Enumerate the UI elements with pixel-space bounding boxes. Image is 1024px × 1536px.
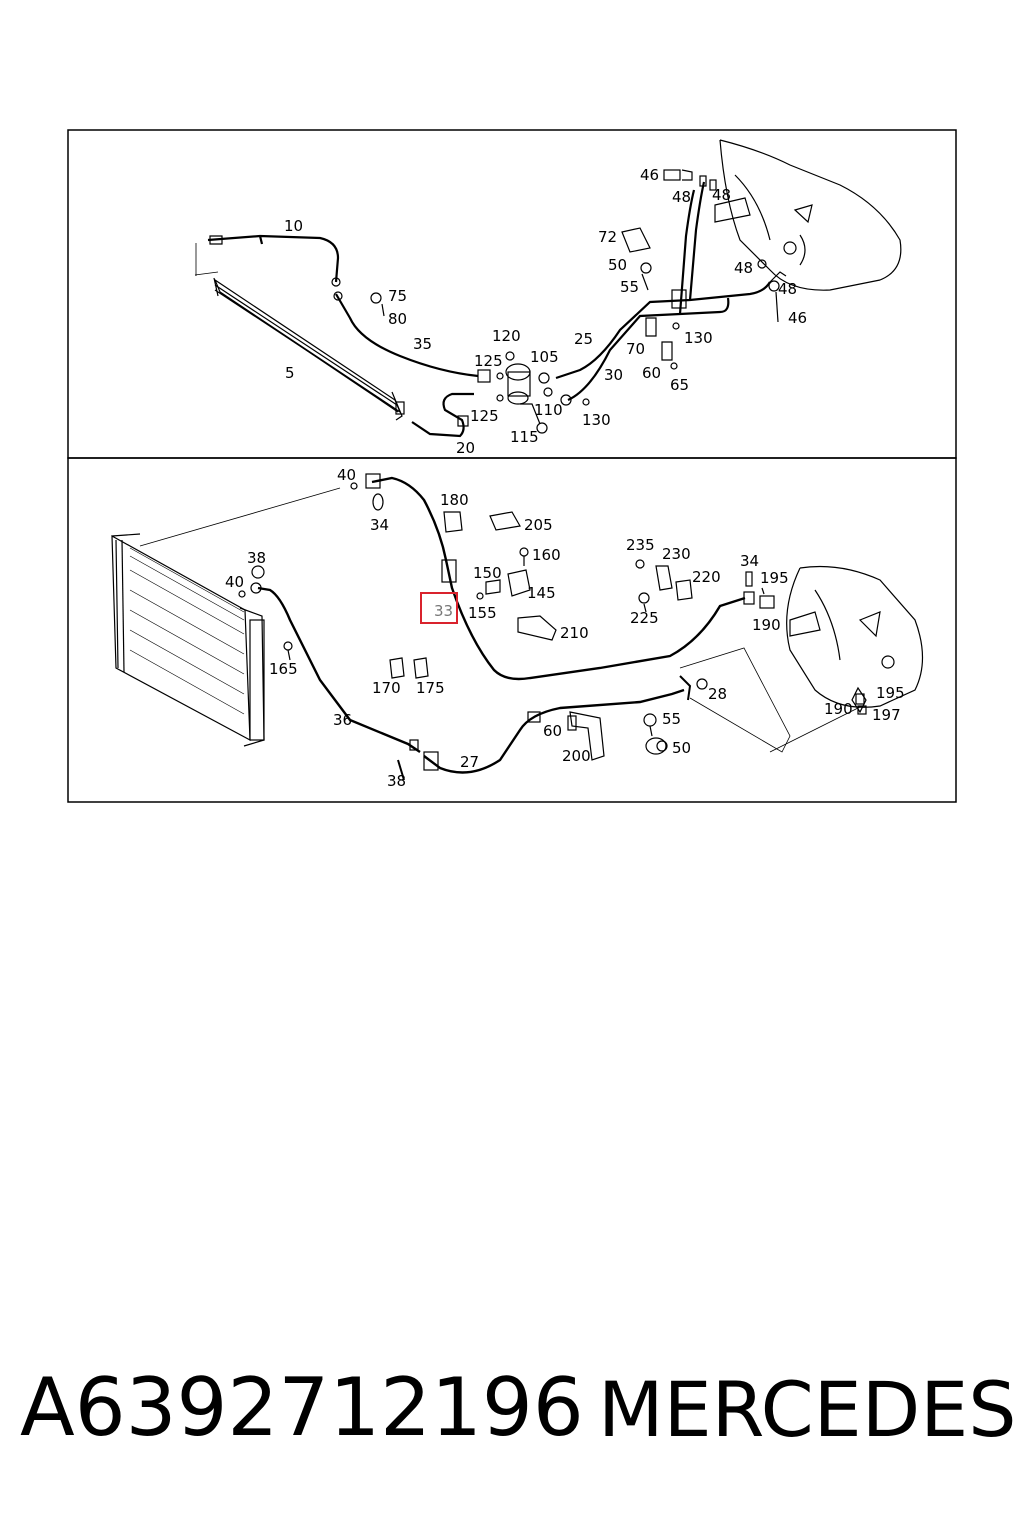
callout-75: 75	[388, 287, 407, 305]
callout-48d: 48	[778, 280, 797, 298]
callout-5: 5	[285, 364, 295, 382]
callout-35: 35	[413, 335, 432, 353]
callout-50: 50	[608, 256, 627, 274]
callout-80: 80	[388, 310, 407, 328]
callout-235: 235	[626, 536, 655, 554]
callout-125a: 125	[474, 352, 503, 370]
callout-225: 225	[630, 609, 659, 627]
callout-28: 28	[708, 685, 727, 703]
callout-115: 115	[510, 428, 539, 446]
callout-205: 205	[524, 516, 553, 534]
callout-110: 110	[534, 401, 563, 419]
callout-48a: 48	[672, 188, 691, 206]
callout-20: 20	[456, 439, 475, 457]
callout-220: 220	[692, 568, 721, 586]
callout-105: 105	[530, 348, 559, 366]
bracket-205	[489, 511, 521, 531]
top-panel-frame	[67, 129, 957, 459]
callout-46b: 46	[788, 309, 807, 327]
callout-190b: 190	[824, 700, 853, 718]
callout-180: 180	[440, 491, 469, 509]
line-25	[555, 281, 771, 380]
line-27	[423, 688, 685, 774]
clip-180	[443, 511, 463, 533]
callout-165: 165	[269, 660, 298, 678]
callout-40a: 40	[337, 466, 356, 484]
callout-70: 70	[626, 340, 645, 358]
callout-50b: 50	[672, 739, 691, 757]
part-number: A6392712196	[20, 1361, 584, 1454]
callout-130b: 130	[684, 329, 713, 347]
callout-160: 160	[532, 546, 561, 564]
callout-175: 175	[416, 679, 445, 697]
callout-130a: 130	[582, 411, 611, 429]
radiator	[111, 533, 265, 747]
callout-60b: 60	[543, 722, 562, 740]
callout-170: 170	[372, 679, 401, 697]
highlight-box	[420, 592, 458, 624]
line-30	[567, 297, 730, 402]
callout-25: 25	[574, 330, 593, 348]
callout-125b: 125	[470, 407, 499, 425]
line-35	[335, 293, 479, 378]
top-panel	[194, 139, 902, 438]
callout-150: 150	[473, 564, 502, 582]
transmission-top	[714, 139, 902, 291]
callout-195a: 195	[760, 569, 789, 587]
callout-65: 65	[670, 376, 689, 394]
callout-34a: 34	[370, 516, 389, 534]
callout-190a: 190	[752, 616, 781, 634]
callout-195b: 195	[876, 684, 905, 702]
thermostat-valve	[496, 351, 553, 434]
bracket-200	[569, 711, 605, 761]
bottom-panel-frame	[67, 457, 957, 803]
callout-120: 120	[492, 327, 521, 345]
oil-cooler	[194, 271, 405, 421]
transmission-bottom	[786, 565, 924, 714]
callout-55b: 55	[662, 710, 681, 728]
callout-155: 155	[468, 604, 497, 622]
callout-197: 197	[872, 706, 901, 724]
callout-72: 72	[598, 228, 617, 246]
callout-145: 145	[527, 584, 556, 602]
callout-30: 30	[604, 366, 623, 384]
callout-60: 60	[642, 364, 661, 382]
callout-10: 10	[284, 217, 303, 235]
line-20	[411, 392, 474, 438]
callout-34b: 34	[740, 552, 759, 570]
callout-33: 33	[434, 602, 453, 620]
line-36	[257, 586, 421, 753]
callout-38b: 38	[387, 772, 406, 790]
callout-230: 230	[662, 545, 691, 563]
callout-200: 200	[562, 747, 591, 765]
bracket-210	[517, 615, 557, 641]
callout-36: 36	[333, 711, 352, 729]
callout-48c: 48	[734, 259, 753, 277]
callout-38a: 38	[247, 549, 266, 567]
callout-27: 27	[460, 753, 479, 771]
brand-name: MERCEDES	[598, 1365, 1017, 1454]
line-33	[371, 476, 746, 681]
line-10	[207, 234, 340, 283]
callout-40b: 40	[225, 573, 244, 591]
callout-46a: 46	[640, 166, 659, 184]
callout-55: 55	[620, 278, 639, 296]
callout-210: 210	[560, 624, 589, 642]
bottom-panel	[111, 473, 924, 781]
callout-48b: 48	[712, 186, 731, 204]
